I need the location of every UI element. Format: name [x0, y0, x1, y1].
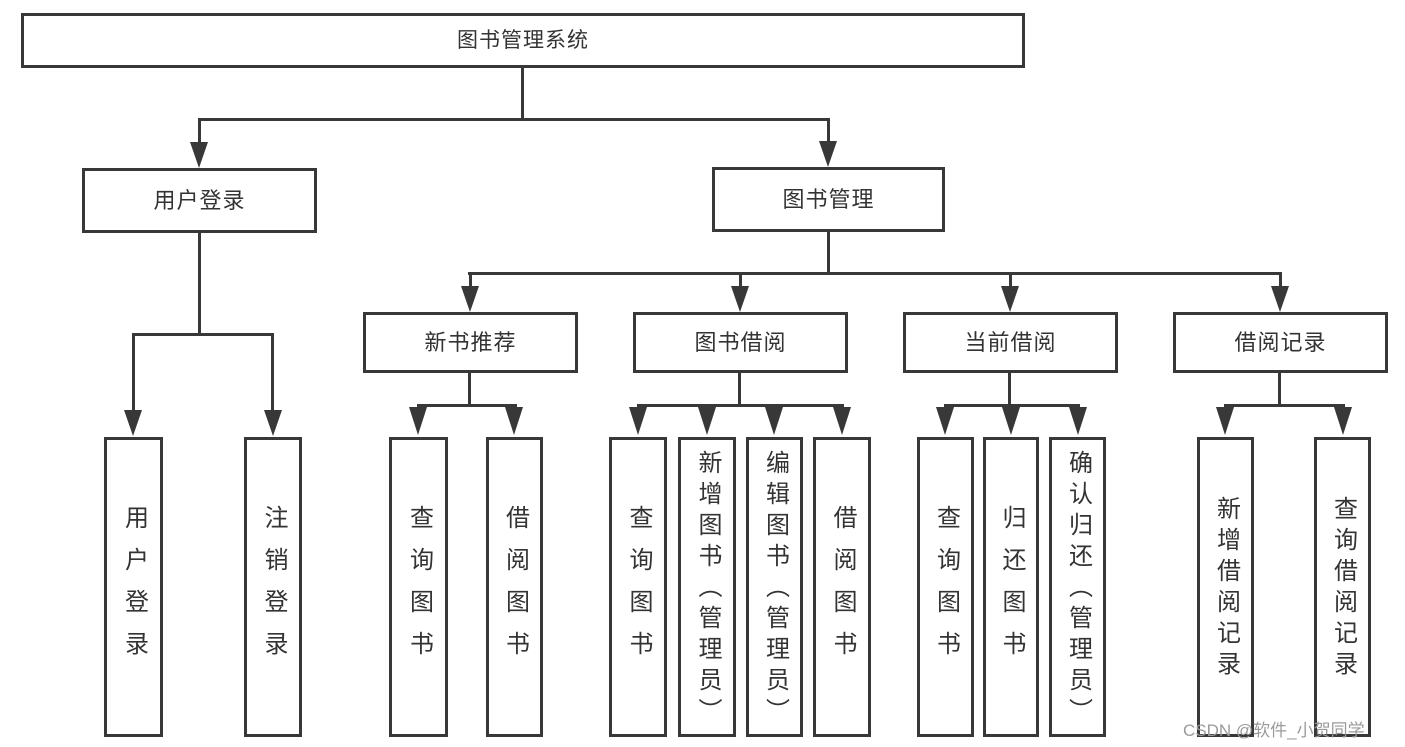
arrow-down-icon — [1001, 286, 1019, 312]
leaf-borrow-edit-admin: 编辑图书（管理员） — [746, 437, 803, 737]
arrow-down-icon — [936, 407, 954, 435]
arrow-down-icon — [505, 407, 523, 435]
connector-leaf-stem — [271, 333, 274, 413]
node-current-borrow: 当前借阅 — [903, 312, 1118, 373]
arrow-down-icon — [1216, 407, 1234, 435]
node-book-management: 图书管理 — [712, 167, 945, 232]
arrow-down-icon — [833, 407, 851, 435]
node-root: 图书管理系统 — [21, 13, 1025, 68]
arrow-down-icon — [731, 286, 749, 312]
arrow-down-icon — [1334, 407, 1352, 435]
connector-branch — [417, 404, 517, 407]
leaf-records-query: 查询借阅记录 — [1314, 437, 1371, 737]
connector-level2-branch — [198, 118, 830, 121]
connector-level3-stem — [469, 272, 472, 290]
arrow-down-icon — [409, 407, 427, 435]
connector-level3-branch — [468, 272, 1282, 275]
arrow-down-icon — [629, 407, 647, 435]
connector-drop — [738, 373, 741, 407]
connector-book-mgmt-stem — [827, 118, 830, 148]
connector-branch — [1224, 404, 1345, 407]
connector-level3-stem — [739, 272, 742, 290]
node-user-login: 用户登录 — [82, 168, 317, 233]
connector-leaf-stem — [132, 333, 135, 413]
connector-level3-stem — [1279, 272, 1282, 290]
connector-user-login-branch — [132, 333, 274, 336]
leaf-new-books-query: 查询图书 — [389, 437, 448, 737]
leaf-records-add: 新增借阅记录 — [1197, 437, 1254, 737]
arrow-down-icon — [765, 407, 783, 435]
leaf-current-confirm-return-admin: 确认归还（管理员） — [1049, 437, 1106, 737]
leaf-logout: 注销登录 — [244, 437, 302, 737]
connector-drop — [1008, 373, 1011, 407]
node-borrow-records: 借阅记录 — [1173, 312, 1388, 373]
arrow-down-icon — [461, 286, 479, 312]
connector-user-login-stem — [198, 118, 201, 148]
arrow-down-icon — [1271, 286, 1289, 312]
leaf-current-query: 查询图书 — [917, 437, 974, 737]
leaf-user-login: 用户登录 — [104, 437, 163, 737]
leaf-borrow-query: 查询图书 — [609, 437, 667, 737]
connector-branch — [944, 404, 1080, 407]
arrow-down-icon — [264, 410, 282, 436]
connector-drop — [1278, 373, 1281, 407]
connector-level3-stem — [1009, 272, 1012, 290]
arrow-down-icon — [819, 141, 837, 167]
connector-branch — [637, 404, 844, 407]
leaf-current-return: 归还图书 — [983, 437, 1039, 737]
node-new-book-recommend: 新书推荐 — [363, 312, 578, 373]
leaf-borrow-add-admin: 新增图书（管理员） — [678, 437, 736, 737]
arrow-down-icon — [124, 410, 142, 436]
node-book-borrow: 图书借阅 — [633, 312, 848, 373]
leaf-new-books-borrow: 借阅图书 — [486, 437, 543, 737]
csdn-watermark: CSDN @软件_小贺同学 — [1183, 721, 1365, 740]
arrow-down-icon — [1002, 407, 1020, 435]
arrow-down-icon — [190, 142, 208, 168]
connector-book-mgmt-drop — [827, 232, 830, 273]
arrow-down-icon — [698, 407, 716, 435]
leaf-borrow-borrow: 借阅图书 — [813, 437, 871, 737]
arrow-down-icon — [1069, 407, 1087, 435]
connector-root-drop — [521, 66, 524, 120]
connector-drop — [468, 373, 471, 407]
connector-user-login-drop — [198, 233, 201, 336]
